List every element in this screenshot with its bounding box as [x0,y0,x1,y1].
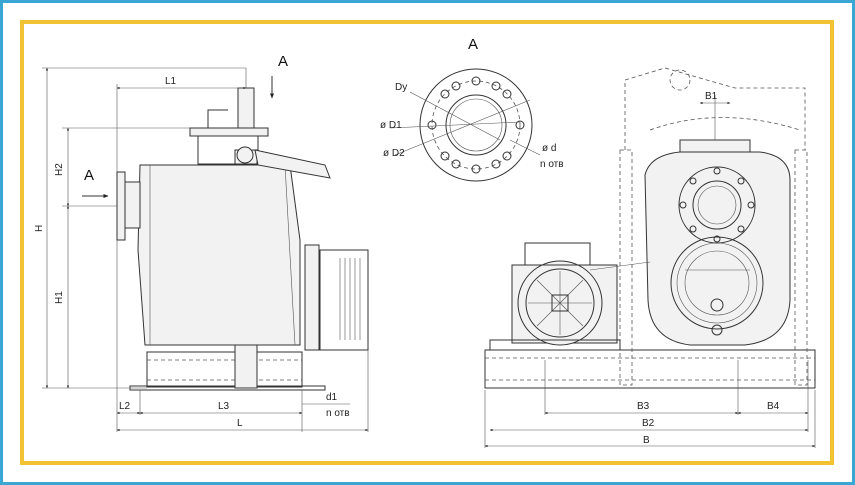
pump-body [137,164,301,346]
outlet-flange [678,166,756,244]
inspection-cover [670,236,764,330]
front-base [484,349,816,389]
dim-B3: B3 [637,401,650,412]
inlet-flange [116,171,126,241]
flange-detail [389,68,541,182]
dim-B1: B1 [705,91,718,102]
clamp-handle [254,149,331,179]
flange-D2: ø D2 [383,148,405,159]
view-title: A [468,36,478,53]
dim-d1-note: n отв [326,408,350,419]
dim-H1: H1 [54,291,65,304]
flange-Dy: Dy [395,82,407,93]
dim-B: B [643,435,650,446]
dim-L2: L2 [119,401,131,412]
dim-L: L [237,418,243,429]
view-arrow-label-side: A [84,167,94,184]
side-view [42,67,369,432]
dim-H2: H2 [54,163,65,176]
dim-L1: L1 [165,76,177,87]
flange-bolt-holes [427,76,525,174]
flange-outer [419,68,533,182]
dim-d1: d1 [326,392,338,403]
top-flange [189,127,269,137]
flange-D1: ø D1 [380,120,402,131]
dim-L3: L3 [218,401,230,412]
dim-H: H [34,225,45,232]
dim-B2: B2 [642,418,655,429]
motor-end [319,249,369,351]
front-view [484,67,816,448]
dim-B4: B4 [767,401,780,412]
flange-d: ø d [542,143,556,154]
flange-n-note: n отв [540,159,564,170]
base-frame [146,351,303,388]
view-arrow-label-top: A [278,53,288,70]
